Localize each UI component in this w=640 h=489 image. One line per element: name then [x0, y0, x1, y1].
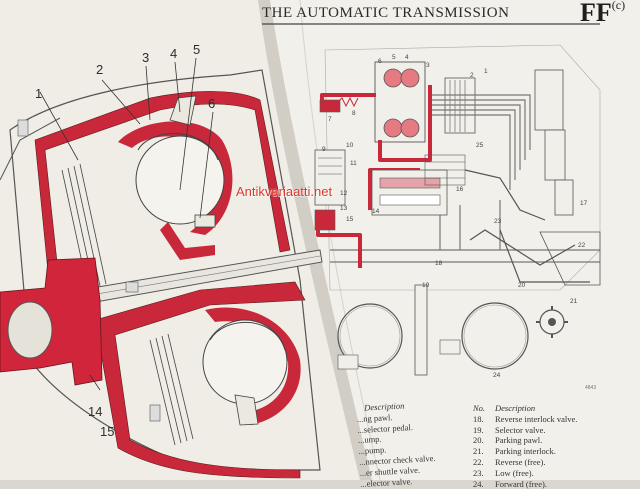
- legend-desc: Reverse interlock valve.: [495, 413, 578, 424]
- figure-label-4: 4: [170, 46, 178, 61]
- parts-legend: No. Description 18. Reverse interlock valv…: [473, 403, 633, 489]
- legend-row: 18. Reverse interlock valve.: [473, 414, 633, 425]
- legend-desc: Reverse (free).: [495, 456, 546, 467]
- diagram-label-17: 17: [580, 200, 588, 207]
- diagram-label-7: 7: [328, 116, 332, 123]
- hydraulic-circuit-figure: [314, 44, 601, 376]
- figure-label-1: 1: [35, 86, 43, 101]
- section-code-suffix: (c): [611, 0, 626, 12]
- diagram-label-4: 4: [405, 54, 409, 61]
- torque-converter-figure: [0, 57, 323, 479]
- legend-no: 24.: [473, 478, 484, 489]
- legend-row: 23. Low (free).: [473, 468, 633, 479]
- legend-col-desc: Description: [495, 403, 536, 413]
- figure-label-5: 5: [193, 42, 201, 57]
- diagram-label-12: 12: [340, 190, 348, 197]
- legend-desc: Parking interlock.: [495, 446, 556, 457]
- diagram-label-19: 19: [422, 282, 430, 289]
- diagram-label-3: 3: [426, 62, 430, 69]
- figure-label-14: 14: [88, 404, 103, 419]
- diagram-label-8: 8: [352, 110, 356, 117]
- diagram-label-6: 6: [378, 58, 382, 65]
- legend-no: 23.: [473, 467, 484, 478]
- diagram-label-16: 16: [456, 186, 464, 193]
- legend-col-no: No.: [473, 403, 486, 413]
- diagram-label-5: 5: [392, 54, 396, 61]
- figure-label-3: 3: [142, 50, 150, 65]
- diagram-label-24: 24: [493, 372, 501, 379]
- diagram-label-9: 9: [322, 146, 326, 153]
- diagram-label-10: 10: [346, 142, 354, 149]
- legend-desc: Low (free).: [495, 467, 534, 478]
- diagram-label-21: 21: [570, 298, 578, 305]
- diagram-label-14: 14: [372, 208, 380, 215]
- legend-no: 22.: [473, 456, 484, 467]
- legend-row: 20. Parking pawl.: [473, 435, 633, 446]
- legend-no: 20.: [473, 435, 484, 446]
- section-code-letters: FF: [580, 0, 612, 27]
- figure-label-2: 2: [96, 62, 104, 77]
- diagram-label-23: 23: [494, 218, 502, 225]
- legend-no: 19.: [473, 424, 484, 435]
- legend-desc: Selector valve.: [495, 424, 546, 435]
- watermark: Antikvariaatti.net: [236, 184, 333, 199]
- diagram-label-20: 20: [518, 282, 526, 289]
- section-code: FF(c): [580, 0, 625, 28]
- diagram-label-13: 13: [340, 205, 348, 212]
- diagram-label-22: 22: [578, 242, 586, 249]
- figure-label-15: 15: [100, 424, 115, 439]
- legend-no: 21.: [473, 446, 484, 457]
- diagram-label-1: 1: [484, 68, 488, 75]
- legend-desc: Parking pawl.: [495, 435, 543, 446]
- legend-no: 18.: [473, 413, 484, 424]
- figure-reference-code: 4843: [585, 385, 597, 391]
- diagram-label-15: 15: [346, 216, 354, 223]
- legend-row: 21. Parking interlock.: [473, 446, 633, 457]
- diagram-label-18: 18: [435, 260, 443, 267]
- legend-partial: Description ...ng pawl. ...selector peda…: [356, 398, 460, 489]
- page-header-title: THE AUTOMATIC TRANSMISSION: [262, 5, 510, 21]
- legend-row: 24. Forward (free).: [473, 479, 633, 489]
- legend-row: 19. Selector valve.: [473, 425, 633, 436]
- diagram-label-25: 25: [476, 142, 484, 149]
- figure-label-6: 6: [208, 96, 216, 111]
- legend-row: 22. Reverse (free).: [473, 457, 633, 468]
- diagram-label-11: 11: [350, 160, 357, 167]
- diagram-label-2: 2: [470, 72, 474, 79]
- legend-desc: Forward (free).: [495, 478, 547, 489]
